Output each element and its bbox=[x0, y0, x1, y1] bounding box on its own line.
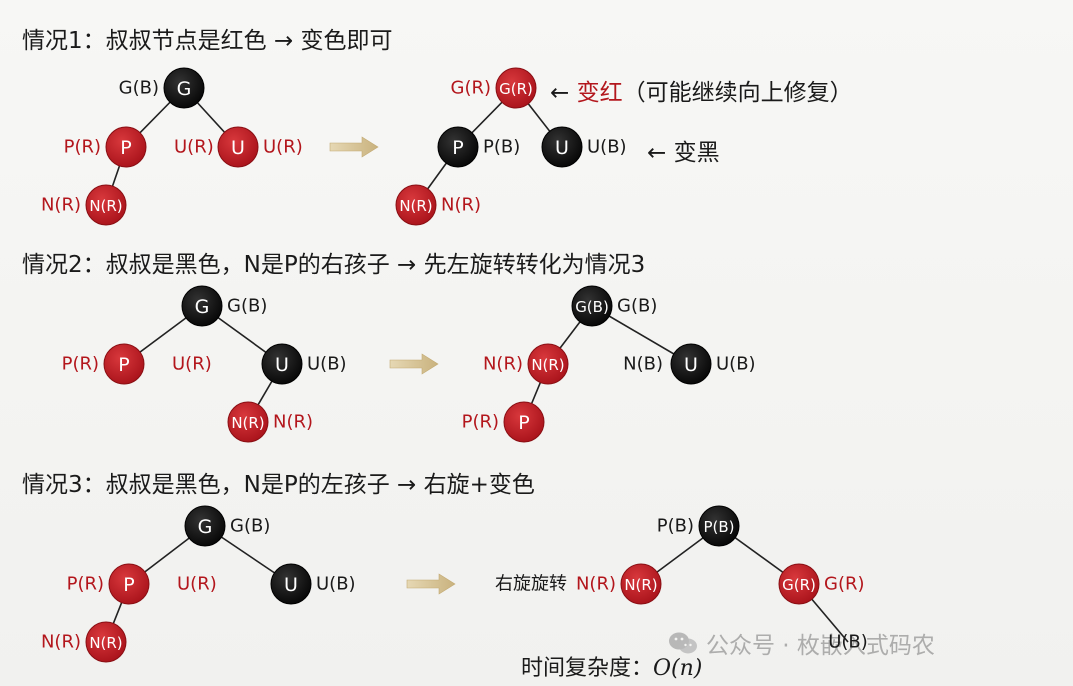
transition-arrow-2 bbox=[389, 353, 439, 375]
case3-before-node-u-side-label: U(B) bbox=[316, 574, 356, 595]
case1-after-node-n-side-label: N(R) bbox=[441, 195, 481, 216]
case2-after-node-g bbox=[571, 285, 613, 327]
case2-before-node-p-side-label: P(R) bbox=[62, 354, 99, 375]
case2-after-node-p-side-label: P(R) bbox=[462, 412, 499, 433]
case1-after-node-p bbox=[437, 126, 479, 168]
case3-after-node-p bbox=[698, 505, 740, 547]
case3-before-node-g bbox=[184, 505, 226, 547]
watermark-text: 公众号 · 枚嵌入式码农 bbox=[706, 633, 935, 659]
case1-after-node-p-text: P bbox=[452, 137, 463, 159]
transition-arrow-1 bbox=[329, 136, 379, 158]
case1-before-node-u-text: U bbox=[231, 137, 245, 159]
case3-after-node-n-text: N(R) bbox=[624, 576, 657, 594]
case1-before-node-n-text: N(R) bbox=[89, 197, 122, 215]
case1-before-node-n-side-label: N(R) bbox=[41, 195, 81, 216]
case3-before-node-p-text: P bbox=[123, 574, 134, 596]
case2-before-node-u-text: U bbox=[275, 354, 289, 376]
case1-after-node-g bbox=[495, 67, 537, 109]
case3-after-node-g-side-label: G(R) bbox=[824, 574, 865, 595]
turn-red-note: （可能继续向上修复） bbox=[622, 80, 853, 106]
case3-before-node-n-side-label: N(R) bbox=[41, 632, 81, 653]
case2-after-node-u-side-label: U(B) bbox=[716, 354, 756, 375]
rotate-right-label: 右旋旋转 bbox=[495, 574, 567, 595]
case3-before-node-n bbox=[85, 621, 127, 663]
heading-case3: 情况3：叔叔是黑色，N是P的左孩子 → 右旋+变色 bbox=[22, 472, 535, 498]
turn-red-label: 变红 bbox=[576, 80, 623, 106]
case3-before-node-p bbox=[108, 563, 150, 605]
case1-after-node-g-side-label: G(R) bbox=[451, 78, 492, 99]
case2-before-node-n-side-label: N(R) bbox=[273, 412, 313, 433]
case2-before-node-p-text: P bbox=[118, 354, 129, 376]
case1-before-node-p bbox=[105, 126, 147, 168]
case3-after-node-n-side-label: N(R) bbox=[576, 574, 616, 595]
case2-before-node-n bbox=[227, 401, 269, 443]
case3-before-extra-label-0: U(R) bbox=[177, 574, 217, 595]
case3-after-node-g-text: G(R) bbox=[782, 576, 816, 594]
complexity-value: O(n) bbox=[653, 656, 703, 681]
wechat-icon bbox=[668, 631, 698, 663]
case1-after-node-n bbox=[395, 184, 437, 226]
case3-before-node-p-side-label: P(R) bbox=[67, 574, 104, 595]
case3-after-node-g bbox=[778, 563, 820, 605]
case3-after-node-u-text: U(B) bbox=[828, 632, 868, 653]
case2-after-node-p bbox=[503, 401, 545, 443]
case1-before-extra-label-0: U(R) bbox=[174, 137, 214, 158]
case1-before-node-n bbox=[85, 184, 127, 226]
transition-arrows bbox=[329, 136, 456, 595]
case2-before-node-g-side-label: G(B) bbox=[227, 296, 267, 317]
case1-after-node-u-text: U bbox=[555, 137, 569, 159]
case2-before-extra-label-0: U(R) bbox=[172, 354, 212, 375]
case3-before-node-g-side-label: G(B) bbox=[230, 516, 270, 537]
case1-before-node-u bbox=[217, 126, 259, 168]
node-labels: G(B) P(R) U(R) N(R) U(R) G(R) P(B) U(B) N(R) G(B)… bbox=[41, 78, 865, 653]
turn-red-annotation: ← 变红（可能继续向上修复） bbox=[550, 73, 853, 107]
case2-before-node-u-side-label: U(B) bbox=[307, 354, 347, 375]
transition-arrow-3 bbox=[406, 573, 456, 595]
time-complexity: 时间复杂度：O(n) bbox=[521, 650, 702, 682]
case2-after-node-n-side-label: N(R) bbox=[483, 354, 523, 375]
case1-after-node-g-text: G(R) bbox=[499, 80, 533, 98]
case1-before-node-g-text: G bbox=[177, 78, 192, 100]
case2-after-node-p-text: P bbox=[518, 412, 529, 434]
case3-before-node-u bbox=[270, 563, 312, 605]
case3-after-node-n bbox=[620, 563, 662, 605]
case2-after-node-g-text: G(B) bbox=[575, 298, 609, 316]
case2-before-node-u bbox=[261, 343, 303, 385]
nodes: G P U N(R) G(R) P U N(R) G P U N(R) G(B) N(R) U P G P U N(R… bbox=[85, 67, 868, 663]
case2-before-node-g bbox=[181, 285, 223, 327]
case1-before-node-u-side-label: U(R) bbox=[263, 137, 303, 158]
case2-after-node-g-side-label: G(B) bbox=[617, 296, 657, 317]
case2-after-node-n bbox=[527, 343, 569, 385]
case1-before-node-p-side-label: P(R) bbox=[64, 137, 101, 158]
heading-case1: 情况1：叔叔节点是红色 → 变色即可 bbox=[22, 28, 393, 54]
watermark: 公众号 · 枚嵌入式码农 bbox=[668, 626, 935, 663]
case2-before-node-p bbox=[103, 343, 145, 385]
case3-before-node-n-text: N(R) bbox=[89, 634, 122, 652]
case1-after-node-n-text: N(R) bbox=[399, 197, 432, 215]
case3-after-node-p-side-label: P(B) bbox=[657, 516, 694, 537]
case1-before-node-g bbox=[163, 67, 205, 109]
case3-before-node-u-text: U bbox=[284, 574, 298, 596]
case2-after-node-u-text: U bbox=[684, 354, 698, 376]
complexity-label: 时间复杂度： bbox=[521, 656, 654, 681]
left-arrow: ← bbox=[550, 80, 570, 106]
case2-after-node-u bbox=[670, 343, 712, 385]
case1-before-node-p-text: P bbox=[120, 137, 131, 159]
turn-black-annotation: ← 变黑 bbox=[647, 140, 720, 166]
case3-before-node-g-text: G bbox=[198, 516, 213, 538]
case2-after-extra-label-0: N(B) bbox=[623, 354, 663, 375]
case1-after-node-u-side-label: U(B) bbox=[587, 137, 627, 158]
heading-case2: 情况2：叔叔是黑色，N是P的右孩子 → 先左旋转转化为情况3 bbox=[22, 252, 646, 278]
case1-before-node-g-side-label: G(B) bbox=[119, 78, 159, 99]
case1-after-node-u bbox=[541, 126, 583, 168]
case2-after-node-n-text: N(R) bbox=[531, 356, 564, 374]
case2-before-node-n-text: N(R) bbox=[231, 414, 264, 432]
case3-after-node-p-text: P(B) bbox=[703, 518, 734, 536]
case1-after-node-p-side-label: P(B) bbox=[483, 137, 520, 158]
case2-before-node-g-text: G bbox=[195, 296, 210, 318]
